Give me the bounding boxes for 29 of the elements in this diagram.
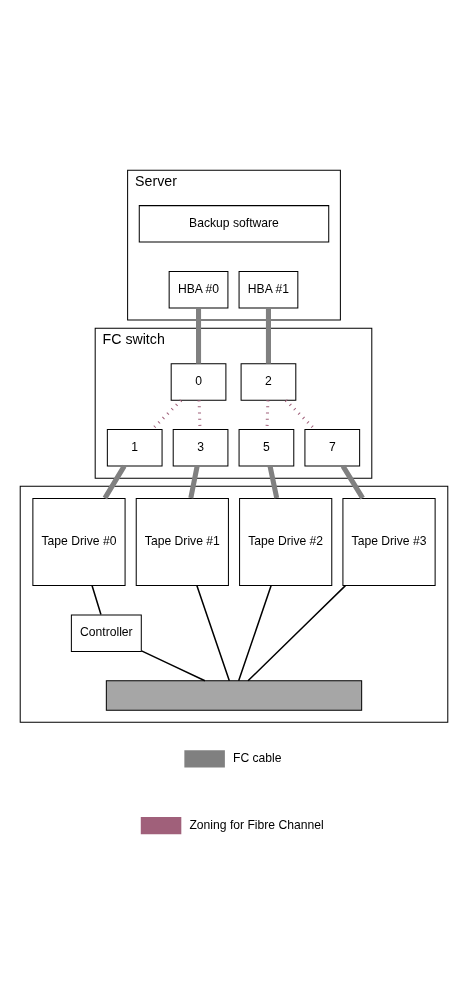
node-box: 5 xyxy=(238,429,295,467)
cluster xyxy=(19,485,449,723)
connector xyxy=(151,399,183,431)
node-box: Tape Drive #1 xyxy=(135,497,229,587)
legend-label: FC cable xyxy=(232,750,282,765)
connector xyxy=(188,465,200,499)
node-box: 3 xyxy=(172,429,229,467)
connector xyxy=(196,584,231,682)
node-bar xyxy=(105,680,363,711)
connector xyxy=(284,399,316,431)
node-box: 2 xyxy=(240,363,297,401)
node-box: Tape Drive #0 xyxy=(32,497,126,587)
node-box: Backup software xyxy=(138,205,330,243)
node-box: HBA #0 xyxy=(168,270,229,309)
node-box: 0 xyxy=(170,363,227,401)
connector xyxy=(237,584,272,682)
connector xyxy=(140,650,206,682)
node-box: 1 xyxy=(106,429,163,467)
node-box: HBA #1 xyxy=(238,270,299,309)
connector xyxy=(196,308,202,364)
connector xyxy=(91,585,102,616)
node-box: Tape Drive #3 xyxy=(342,497,436,587)
legend-label: Zoning for Fibre Channel xyxy=(189,817,324,832)
connector xyxy=(265,308,271,364)
node-box: 7 xyxy=(304,429,361,467)
node-box: Tape Drive #2 xyxy=(239,497,333,587)
connector xyxy=(247,584,347,682)
node-box: Controller xyxy=(70,614,142,652)
connector xyxy=(267,465,280,499)
